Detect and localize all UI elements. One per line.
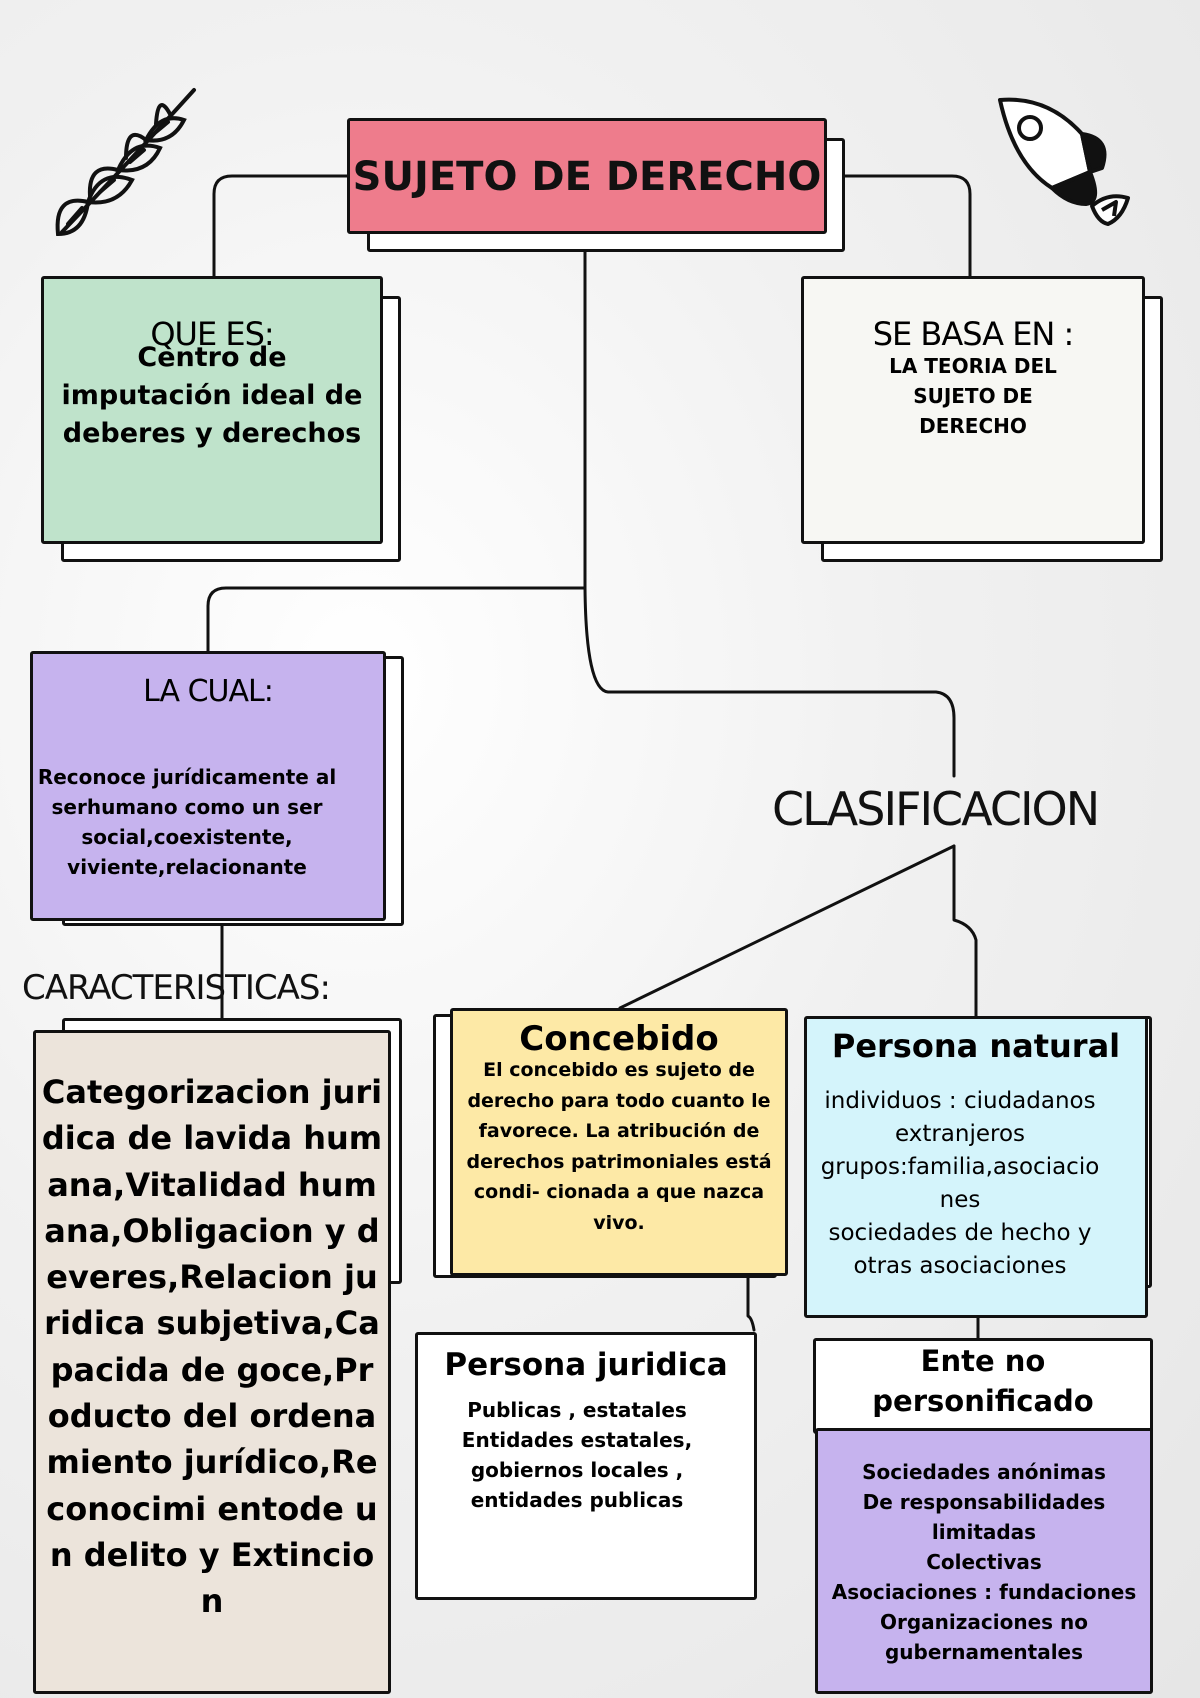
persona-natural-line: grupos:familia,asociacio xyxy=(820,1154,1100,1180)
page-title: SUJETO DE DERECHO xyxy=(352,154,822,200)
persona-juridica-line: gobiernos locales , xyxy=(470,1458,684,1482)
ente-no-line: De responsabilidades xyxy=(862,1490,1106,1514)
persona-juridica-box: Persona juridica Publicas , estatales En… xyxy=(415,1332,757,1600)
se-basa-box: SE BASA EN : LA TEORIA DEL SUJETO DE DER… xyxy=(801,276,1145,544)
concebido-heading: Concebido xyxy=(519,1019,719,1059)
la-cual-box: LA CUAL: Reconoce jurídicamente al serhu… xyxy=(30,651,386,921)
la-cual-heading: LA CUAL: xyxy=(143,674,274,709)
persona-natural-line: nes xyxy=(939,1187,981,1213)
ente-no-line: Colectivas xyxy=(926,1550,1042,1574)
ente-no-header-box: Ente no personificado xyxy=(813,1338,1153,1434)
persona-natural-list: individuos : ciudadanos extranjeros grup… xyxy=(811,1085,1109,1283)
que-es-heading: QUE ES: xyxy=(150,315,274,353)
persona-juridica-heading: Persona juridica xyxy=(444,1347,728,1383)
se-basa-heading: SE BASA EN : xyxy=(872,315,1075,353)
concebido-text: El concebido es sujeto de derecho para t… xyxy=(466,1059,772,1234)
caracteristicas-heading: CARACTERISTICAS: xyxy=(22,968,331,1008)
la-cual-text: Reconoce jurídicamente al serhumano como… xyxy=(37,765,337,879)
caracteristicas-box: Categorizacion juridica de lavida humana… xyxy=(33,1030,391,1694)
persona-juridica-line: Publicas , estatales xyxy=(467,1398,687,1422)
persona-natural-heading: Persona natural xyxy=(831,1027,1121,1065)
se-basa-text: LA TEORIA DEL SUJETO DE DERECHO xyxy=(889,354,1057,438)
persona-natural-line: individuos : ciudadanos xyxy=(824,1088,1096,1114)
que-es-box: QUE ES: Centro de imputación ideal de de… xyxy=(41,276,383,544)
persona-juridica-line: entidades publicas xyxy=(470,1488,684,1512)
caracteristicas-text: Categorizacion juridica de lavida humana… xyxy=(41,1073,383,1621)
title-box: SUJETO DE DERECHO xyxy=(347,118,827,234)
persona-natural-line: extranjeros xyxy=(894,1121,1026,1147)
ente-no-heading: Ente no personificado xyxy=(872,1344,1094,1418)
persona-natural-line: otras asociaciones xyxy=(853,1253,1067,1279)
ente-no-line: Organizaciones no xyxy=(879,1610,1088,1634)
persona-natural-box: Persona natural individuos : ciudadanos … xyxy=(804,1016,1148,1318)
persona-natural-line: sociedades de hecho y xyxy=(828,1220,1092,1246)
rocket-icon xyxy=(998,97,1130,226)
ente-no-line: gubernamentales xyxy=(884,1640,1084,1664)
ente-no-line: Sociedades anónimas xyxy=(862,1460,1106,1484)
persona-juridica-line: Entidades estatales, xyxy=(461,1428,693,1452)
ente-no-box: Sociedades anónimas De responsabilidades… xyxy=(815,1428,1153,1694)
clasificacion-heading: CLASIFICACION xyxy=(772,782,1100,836)
ente-no-line: Asociaciones : fundaciones xyxy=(831,1580,1137,1604)
concebido-box: Concebido El concebido es sujeto de dere… xyxy=(450,1008,788,1276)
ente-no-line: limitadas xyxy=(931,1520,1037,1544)
persona-juridica-list: Publicas , estatales Entidades estatales… xyxy=(418,1395,736,1515)
que-es-text: Centro de imputación ideal de deberes y … xyxy=(61,342,363,449)
ente-no-list: Sociedades anónimas De responsabilidades… xyxy=(818,1457,1150,1667)
leaf-sprig-icon xyxy=(55,88,196,237)
